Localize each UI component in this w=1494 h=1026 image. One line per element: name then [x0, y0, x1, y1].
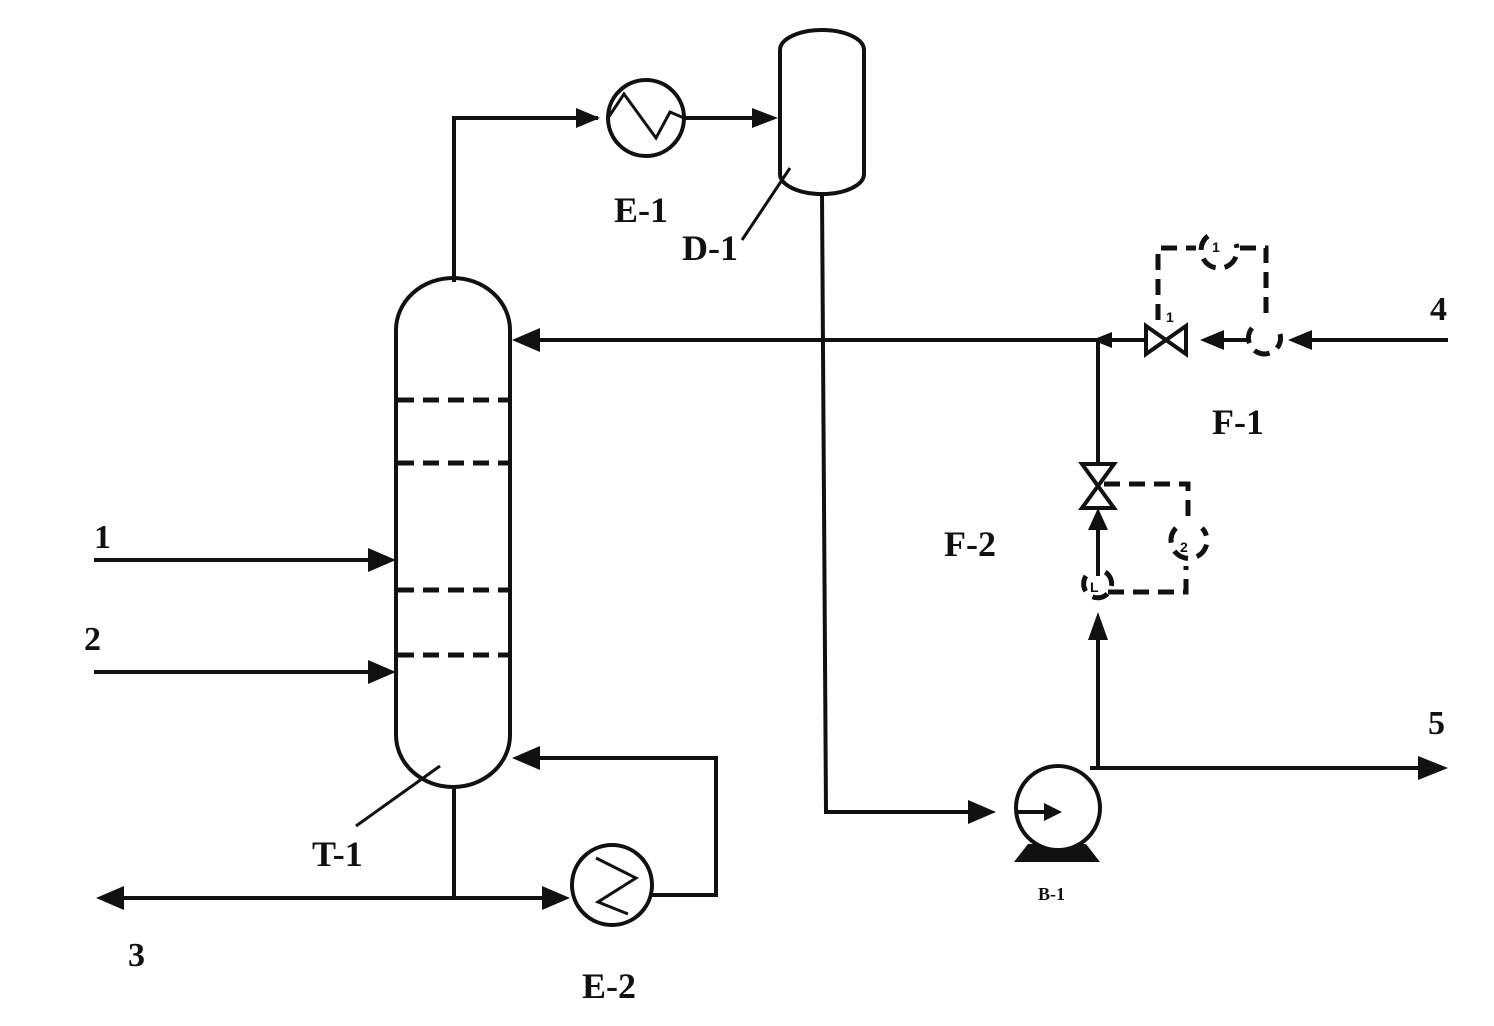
f2-controller-bubble [1168, 526, 1210, 561]
f1-controller-bubble [1198, 234, 1240, 271]
label-stream-4: 4 [1430, 291, 1447, 328]
arrow-up-f2-valve [1088, 508, 1108, 530]
t1-leader-line [355, 764, 441, 828]
arrow-to-drum [752, 108, 778, 128]
label-e1: E-1 [614, 190, 668, 230]
f1-signal-left [1155, 245, 1196, 320]
label-t1: T-1 [312, 834, 363, 874]
arrow-up-to-f2 [1088, 612, 1108, 640]
f2-controller-tag: 2 [1180, 539, 1188, 555]
label-stream-5: 5 [1428, 705, 1445, 742]
arrow-reboiler-return [512, 746, 540, 770]
arrow-reflux-to-column [512, 328, 540, 352]
f1-valve-left [1144, 322, 1170, 358]
f1-flow-element [1246, 326, 1283, 357]
reboiler-e2 [570, 843, 654, 927]
arrow-junction [1092, 332, 1112, 348]
reboiler-coil-icon [594, 856, 640, 916]
label-d1: D-1 [682, 228, 738, 268]
reflux-drum-d1 [778, 28, 866, 196]
flow-controller-f2: L 2 [1078, 462, 1210, 601]
label-f2: F-2 [944, 524, 996, 564]
reboiler-return-line [538, 756, 718, 897]
label-stream-2: 2 [84, 621, 101, 658]
f2-fe-tag: L [1090, 579, 1099, 595]
f1-valve-right [1162, 322, 1188, 358]
flow-controller-f1: 1 1 [1144, 234, 1283, 358]
overhead-vapor-line [452, 116, 598, 282]
arrow-f1-valve [1200, 330, 1224, 350]
arrow-product-5 [1418, 756, 1448, 780]
f2-signal-bottom [1108, 566, 1189, 595]
arrow-stream-4 [1288, 330, 1312, 350]
f2-flow-element [1081, 567, 1115, 601]
drum-outlet-line [820, 193, 978, 814]
distillation-column-t1 [394, 276, 512, 789]
arrow-to-reboiler [542, 886, 570, 910]
label-b1: B-1 [1038, 884, 1065, 904]
d1-leader-line [740, 167, 792, 241]
f2-signal-top [1104, 481, 1191, 520]
arrow-to-pump [968, 800, 996, 824]
heat-exchanger-zigzag-icon [606, 91, 685, 141]
label-f1: F-1 [1212, 402, 1264, 442]
pump-impeller-arrow-icon [1044, 803, 1062, 821]
pump-b1 [1014, 764, 1102, 862]
label-stream-3: 3 [128, 937, 145, 974]
condenser-e1 [606, 78, 686, 158]
label-e2: E-2 [582, 966, 636, 1006]
f1-signal-right [1240, 245, 1269, 320]
arrow-to-condenser [576, 108, 600, 128]
arrow-feed-1 [368, 548, 396, 572]
arrow-feed-2 [368, 660, 396, 684]
label-stream-1: 1 [94, 519, 111, 556]
f1-controller-tag: 1 [1212, 239, 1220, 255]
arrow-product-3 [96, 886, 124, 910]
f2-valve-bottom [1078, 482, 1118, 510]
f1-valve-tag: 1 [1166, 309, 1174, 325]
